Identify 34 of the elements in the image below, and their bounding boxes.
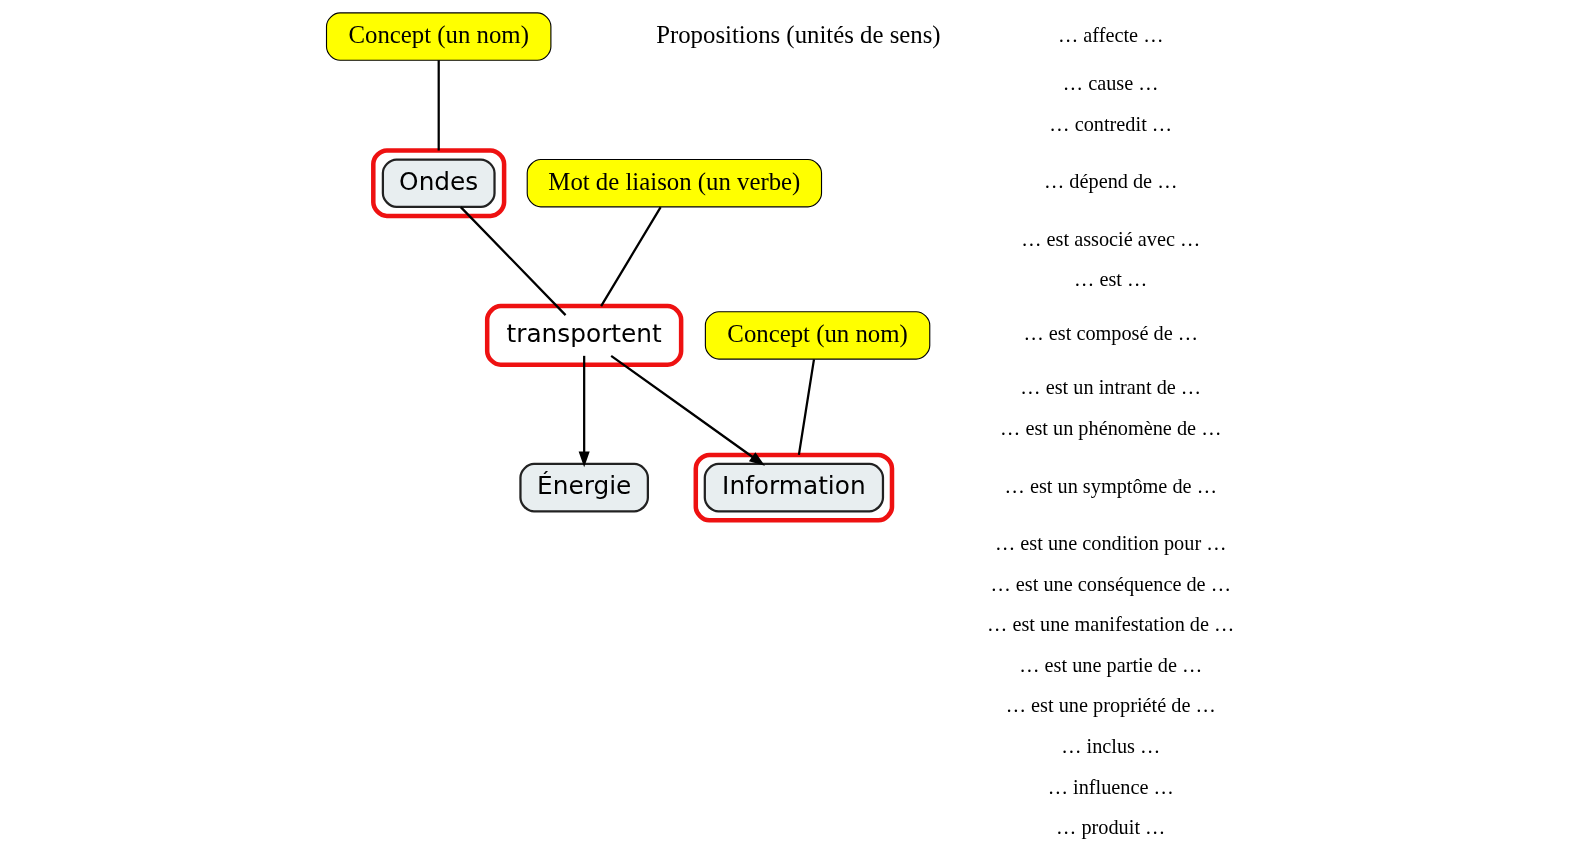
- connector: [437, 60, 440, 151]
- label: … est une partie de …: [1018, 653, 1202, 676]
- label: … dépend de …: [1043, 170, 1177, 193]
- label: … inclus …: [1060, 735, 1160, 758]
- node-box: Ondes: [381, 158, 496, 208]
- label: … est une condition pour …: [994, 532, 1226, 555]
- connector: [797, 359, 815, 456]
- label: … est …: [1073, 268, 1147, 291]
- label: … produit …: [1055, 816, 1165, 839]
- connector: [599, 206, 662, 307]
- label: … affecte …: [1057, 23, 1163, 46]
- label: Propositions (unités de sens): [655, 20, 941, 48]
- node-box: Concept (un nom): [704, 311, 930, 360]
- arrow: [578, 355, 590, 468]
- label: … est un phénomène de …: [999, 417, 1221, 440]
- label: … est une propriété de …: [1005, 694, 1216, 717]
- label: … est une conséquence de …: [990, 572, 1231, 595]
- node-text: transportent: [506, 318, 662, 348]
- label: … contredit …: [1048, 112, 1172, 135]
- node-box: Mot de liaison (un verbe): [526, 158, 822, 208]
- label: … cause …: [1062, 72, 1159, 95]
- node-box: Énergie: [518, 462, 649, 513]
- connector: [459, 206, 566, 316]
- node-box: Concept (un nom): [325, 12, 551, 61]
- label: … est une manifestation de …: [986, 613, 1234, 636]
- label: … est un symptôme de …: [1004, 474, 1217, 497]
- node-box: Information: [703, 462, 884, 513]
- arrow: [610, 354, 765, 466]
- label: … est un intrant de …: [1019, 376, 1201, 399]
- label: … est associé avec …: [1020, 227, 1200, 250]
- cluster: [484, 303, 683, 367]
- cluster: [370, 148, 506, 219]
- label: … influence …: [1047, 775, 1174, 798]
- label: … est composé de …: [1022, 322, 1198, 345]
